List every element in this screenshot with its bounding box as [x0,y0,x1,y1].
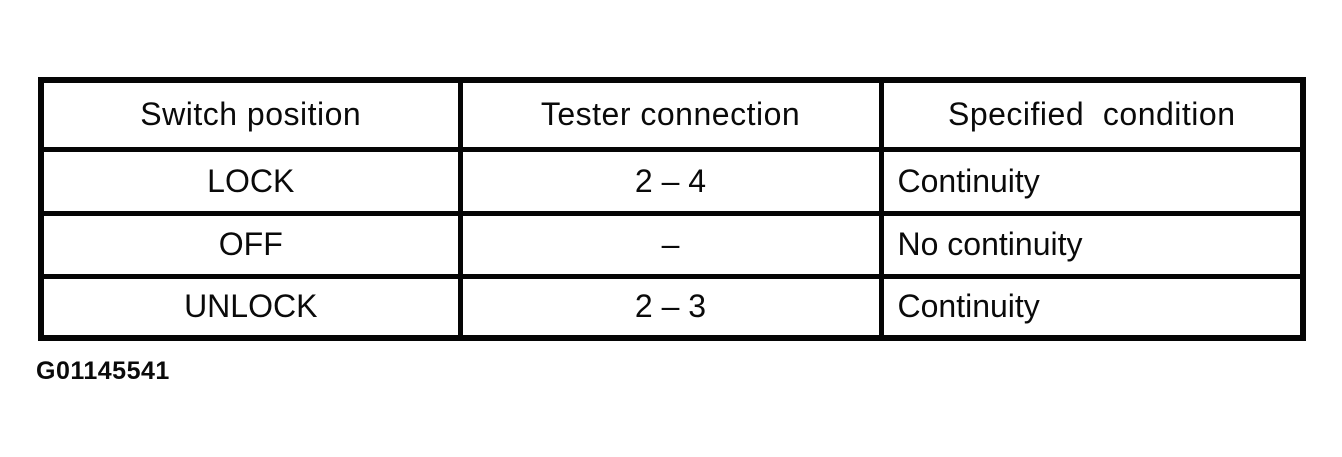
continuity-spec-table: Switch position Tester connection Specif… [38,77,1306,341]
cell-switch-position: LOCK [38,146,463,216]
table-row-off: OFF – No continuity [38,210,1306,279]
column-header-tester-connection: Tester connection [457,77,884,152]
header-row: Switch position Tester connection Specif… [38,77,1306,152]
cell-specified-condition: Continuity [878,146,1306,216]
cell-specified-condition: Continuity [878,273,1306,341]
table-row-lock: LOCK 2 – 4 Continuity [38,146,1306,216]
cell-switch-position: OFF [38,210,463,279]
table-row-unlock: UNLOCK 2 – 3 Continuity [38,273,1306,341]
figure-id-label: G01145541 [36,357,170,385]
column-header-specified-condition: Specified condition [878,77,1306,152]
cell-switch-position: UNLOCK [38,273,463,341]
column-header-switch-position: Switch position [38,77,463,152]
cell-tester-connection: 2 – 4 [457,146,884,216]
cell-tester-connection: – [457,210,884,279]
cell-tester-connection: 2 – 3 [457,273,884,341]
cell-specified-condition: No continuity [878,210,1306,279]
